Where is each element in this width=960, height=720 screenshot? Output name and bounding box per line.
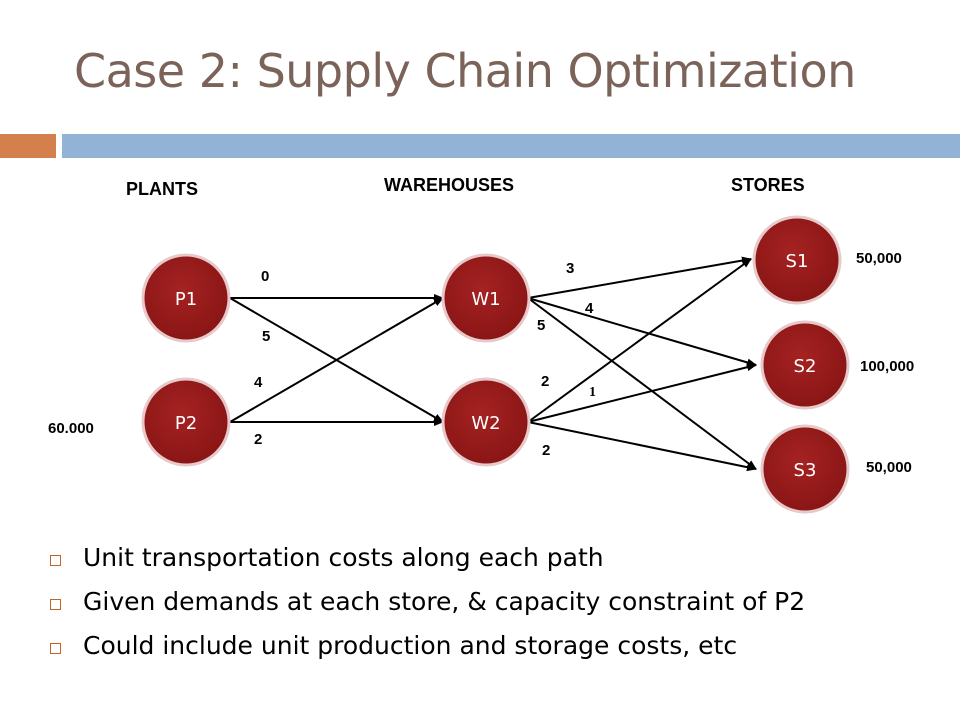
node-w2: W2 <box>441 377 531 467</box>
node-s3: S3 <box>760 424 850 514</box>
edge-w1-s2 <box>527 297 757 367</box>
cost-p2-w2: 2 <box>254 431 262 448</box>
bullet-text: Given demands at each store, & capacity … <box>83 587 806 616</box>
edge-w1-s3 <box>527 297 757 470</box>
node-p2-label: P2 <box>175 413 197 434</box>
node-s3-label: S3 <box>794 460 817 481</box>
bullet-square-icon <box>50 599 61 610</box>
node-w1-label: W1 <box>471 289 500 310</box>
bullet-text: Could include unit production and storag… <box>83 631 738 660</box>
cost-w1-s3: 5 <box>537 317 545 334</box>
demand-s3: 50,000 <box>866 459 912 476</box>
cost-w2-s1: 2 <box>541 373 549 390</box>
edge-w2-s2 <box>527 363 757 423</box>
node-s2-label: S2 <box>794 356 817 377</box>
bullet-item: Unit transportation costs along each pat… <box>50 540 805 584</box>
node-p1: P1 <box>141 253 231 343</box>
supply-chain-diagram: PLANTS WAREHOUSES STORES P1 P2 W1 W2 S1 … <box>48 175 914 514</box>
cost-p2-w1: 4 <box>254 374 263 391</box>
node-p2: P2 <box>141 377 231 467</box>
demand-s2: 100,000 <box>860 358 914 375</box>
slide-title: Case 2: Supply Chain Optimization <box>74 44 856 98</box>
edge-w2-s3 <box>527 421 757 472</box>
node-p1-label: P1 <box>175 289 197 310</box>
bullet-item: Given demands at each store, & capacity … <box>50 584 805 628</box>
demand-s1: 50,000 <box>856 250 902 267</box>
bullet-square-icon <box>50 555 61 566</box>
cost-w2-s3: 2 <box>542 442 550 459</box>
node-w1: W1 <box>441 253 531 343</box>
node-s1-label: S1 <box>786 251 809 272</box>
bullet-item: Could include unit production and storag… <box>50 628 805 672</box>
bullet-text: Unit transportation costs along each pat… <box>83 543 604 572</box>
column-label-warehouses: WAREHOUSES <box>384 175 514 195</box>
edge-p2-w1 <box>229 297 444 423</box>
bullet-square-icon <box>50 643 61 654</box>
column-label-stores: STORES <box>731 175 805 195</box>
edge-w2-s1 <box>527 258 752 423</box>
accent-bar-blue <box>62 134 960 158</box>
cost-p1-w2: 5 <box>262 328 270 345</box>
cost-p1-w1: 0 <box>261 268 269 285</box>
cost-w1-s1: 3 <box>566 260 574 277</box>
cost-w2-s2: 1 <box>589 385 596 400</box>
cost-w1-s2: 4 <box>585 300 594 317</box>
column-label-plants: PLANTS <box>126 179 198 199</box>
edge-w1-s1 <box>527 256 752 299</box>
accent-bar-orange <box>0 134 56 158</box>
capacity-p2: 60.000 <box>48 420 94 437</box>
node-s1: S1 <box>752 215 842 305</box>
node-s2: S2 <box>760 320 850 410</box>
bullet-list: Unit transportation costs along each pat… <box>50 540 805 672</box>
node-w2-label: W2 <box>471 413 500 434</box>
